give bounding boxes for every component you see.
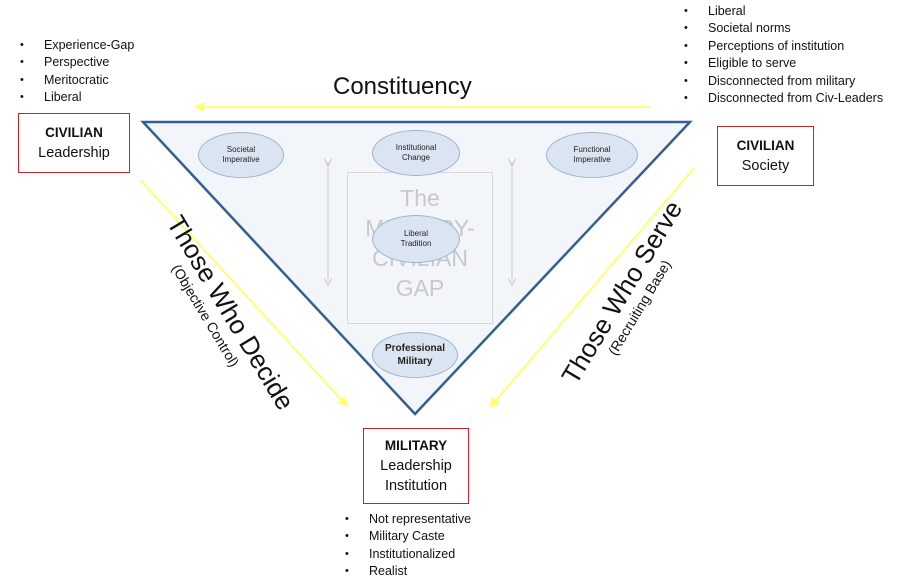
ellipse-label: Imperative (222, 155, 260, 164)
gap-label-line: The (400, 185, 440, 211)
ellipse-label: Military (397, 356, 433, 367)
ellipse-label: Professional (384, 343, 446, 354)
decide-arrow (139, 179, 348, 407)
list-item: Liberal (20, 89, 134, 107)
list-item: Institutionalized (345, 546, 471, 564)
civ-leadership-bullets: Experience-Gap Perspective Meritocratic … (20, 37, 134, 107)
gap-label-line: GAP (395, 275, 445, 301)
ellipse-label: Imperative (573, 155, 611, 164)
ellipse-label: Liberal (403, 229, 428, 238)
list-item: Perceptions of institution (684, 38, 883, 56)
ellipse-label: Functional (573, 145, 611, 154)
list-item: Not representative (345, 511, 471, 529)
list-item: Experience-Gap (20, 37, 134, 55)
civilian-leadership-title: CIVILIAN (45, 125, 103, 140)
military-title: MILITARY (384, 438, 448, 453)
civilian-leadership-subtitle: Leadership (38, 145, 110, 161)
military-bullets: Not representative Military Caste Instit… (345, 511, 471, 581)
military-line3: Institution (384, 478, 448, 494)
ellipse-label: Tradition (400, 239, 432, 248)
list-item: Meritocratic (20, 72, 134, 90)
civilian-leadership-box: CIVILIAN Leadership (18, 113, 130, 173)
ellipse-label: Change (401, 153, 431, 162)
ellipse-label: Societal (226, 145, 256, 154)
list-item: Eligible to serve (684, 55, 883, 73)
civilian-society-box: CIVILIAN Society (717, 126, 814, 186)
civilian-society-title: CIVILIAN (736, 138, 795, 153)
list-item: Perspective (20, 54, 134, 72)
list-item: Societal norms (684, 20, 883, 38)
gap-triangle (140, 120, 693, 416)
serve-arrow (489, 167, 695, 409)
list-item: Realist (345, 563, 471, 581)
military-line2: Leadership (380, 458, 452, 474)
constituency-label: Constituency (333, 73, 472, 100)
civ-society-bullets: Liberal Societal norms Perceptions of in… (684, 3, 883, 108)
list-item: Disconnected from military (684, 73, 883, 91)
list-item: Military Caste (345, 528, 471, 546)
military-box: MILITARY Leadership Institution (363, 428, 469, 504)
list-item: Disconnected from Civ-Leaders (684, 90, 883, 108)
list-item: Liberal (684, 3, 883, 21)
ellipse-label: Institutional (395, 143, 437, 152)
civilian-society-subtitle: Society (741, 158, 790, 174)
